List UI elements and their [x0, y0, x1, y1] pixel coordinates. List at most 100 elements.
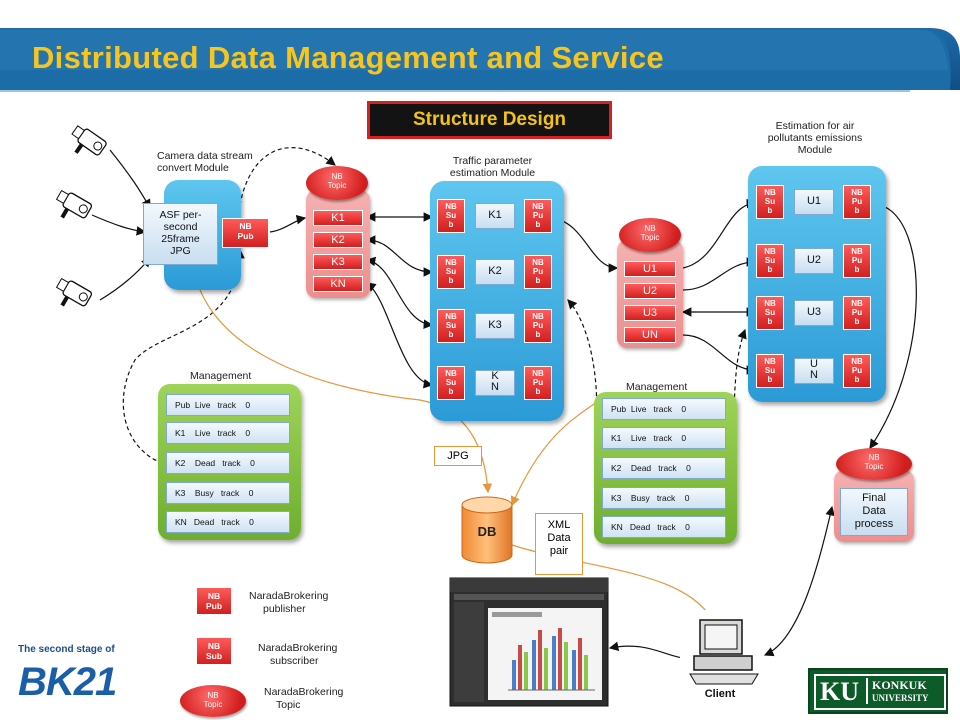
- ku-logo-frame: [814, 674, 946, 710]
- management-row: K1 Live track 0: [602, 427, 726, 449]
- module-item-box-line: K2: [488, 265, 502, 277]
- topic-line: Topic: [864, 462, 884, 471]
- nb-pub-box-line: b: [854, 206, 860, 215]
- nb-pub-box-line: b: [535, 276, 541, 285]
- nb-sub-box-line: b: [767, 265, 773, 274]
- ku-initials: KU: [820, 677, 859, 706]
- jpg-label: JPG: [434, 446, 482, 466]
- nb-sub-box-line: Su: [445, 378, 457, 387]
- legend-line: Topic: [276, 699, 301, 711]
- emission-module-caption: Estimation for air pollutants emissions …: [745, 120, 885, 156]
- caption-line: Traffic parameter: [452, 155, 533, 167]
- nb-sub-box-line: NB: [764, 247, 776, 256]
- xml-line: XML: [547, 519, 571, 531]
- topic-line: Topic: [640, 233, 660, 242]
- management-row: KN Dead track 0: [602, 516, 726, 538]
- structure-design-label: Structure Design: [367, 101, 612, 139]
- management-row: K2 Dead track 0: [602, 457, 726, 479]
- legend-sub-text: NaradaBrokering subscriber: [258, 642, 337, 668]
- nb-pub-box-line: NB: [532, 369, 544, 378]
- module-item-box: K1: [475, 203, 515, 229]
- nb-sub-box-line: b: [448, 330, 454, 339]
- nb-pub-box-line: b: [535, 220, 541, 229]
- management-row: K3 Busy track 0: [166, 482, 290, 504]
- nb-pub-box-line: Pu: [532, 267, 544, 276]
- nb-sub-box-line: NB: [445, 202, 457, 211]
- topic-line: NB: [331, 172, 343, 181]
- nb-pub-box-line: Pu: [851, 256, 863, 265]
- legend-line: publisher: [263, 603, 306, 615]
- asf-box: ASF per- second 25frame JPG: [143, 203, 218, 265]
- nb-sub-box-line: Su: [764, 366, 776, 375]
- module-item-box: K2: [475, 259, 515, 285]
- caption-line: pollutants emissions: [767, 132, 863, 144]
- ku-logo: KU KONKUK UNIVERSITY: [808, 668, 948, 714]
- caption-line: Camera data stream: [157, 150, 253, 162]
- xml-line: pair: [549, 545, 569, 557]
- caption-line: Estimation for air: [775, 120, 855, 132]
- module-item-box-line: U3: [806, 306, 822, 318]
- nb-sub-box-line: b: [767, 375, 773, 384]
- asf-line: JPG: [170, 245, 191, 257]
- nb-sub-box-line: b: [448, 220, 454, 229]
- xml-line: Data: [547, 532, 571, 544]
- management-left-caption: Management: [190, 370, 252, 382]
- module-item-box-line: K1: [488, 209, 502, 221]
- nb-pub-box-line: b: [854, 265, 860, 274]
- ku-line2: UNIVERSITY: [872, 693, 929, 703]
- camera-icon-1: [71, 125, 107, 156]
- nb-sub-box-line: b: [448, 276, 454, 285]
- k-topic-item: K1: [313, 210, 363, 226]
- management-row: K3 Busy track 0: [602, 487, 726, 509]
- legend-sub-icon: NB Sub: [196, 637, 232, 665]
- legend-line: NaradaBrokering: [249, 590, 329, 602]
- nb-sub-box-line: NB: [445, 312, 457, 321]
- nb-line: NB: [207, 641, 221, 651]
- module-item-box: U1: [794, 189, 834, 215]
- nb-sub-box-line: Su: [445, 321, 457, 330]
- nb-sub-box-line: Su: [764, 308, 776, 317]
- nb-sub-box-line: NB: [445, 258, 457, 267]
- nb-sub-box-line: Su: [764, 197, 776, 206]
- final-line: process: [854, 518, 894, 530]
- traffic-module-caption: Traffic parameter estimation Module: [430, 155, 555, 179]
- nb-sub-box-line: b: [767, 206, 773, 215]
- bk21-logo: BK21: [18, 660, 117, 704]
- legend-line: NaradaBrokering: [264, 686, 344, 698]
- camera-icon-2: [55, 189, 93, 219]
- bk21-caption: The second stage of: [18, 644, 115, 655]
- nb-pub-box-line: NB: [851, 188, 863, 197]
- nb-pub-box-line: NB: [851, 299, 863, 308]
- caption-line: Module: [797, 144, 833, 156]
- management-row: K1 Live track 0: [166, 422, 290, 444]
- nb-sub-box-line: Su: [445, 267, 457, 276]
- nb-pub-box-line: NB: [532, 258, 544, 267]
- nb-sub-box-line: NB: [764, 299, 776, 308]
- nb-line: Pub: [237, 231, 254, 241]
- module-item-box-line: N: [491, 381, 499, 393]
- asf-line: ASF per-: [159, 209, 202, 221]
- module-item-box-line: N: [810, 369, 818, 381]
- k-topic-item: K3: [313, 254, 363, 270]
- caption-line: convert Module: [157, 162, 229, 174]
- nb-pub-box-line: Pu: [851, 308, 863, 317]
- nb-line: NB: [207, 591, 221, 601]
- page-title: Distributed Data Management and Service: [32, 40, 664, 75]
- management-row: Pub Live track 0: [166, 394, 290, 416]
- nb-pub-box-line: NB: [532, 202, 544, 211]
- legend-pub-icon: NB Pub: [196, 587, 232, 615]
- nb-sub-box-line: b: [767, 317, 773, 326]
- u-topic-item: U2: [624, 283, 676, 299]
- legend-topic-text: NaradaBrokering Topic: [264, 686, 343, 712]
- nb-pub-box-line: b: [535, 387, 541, 396]
